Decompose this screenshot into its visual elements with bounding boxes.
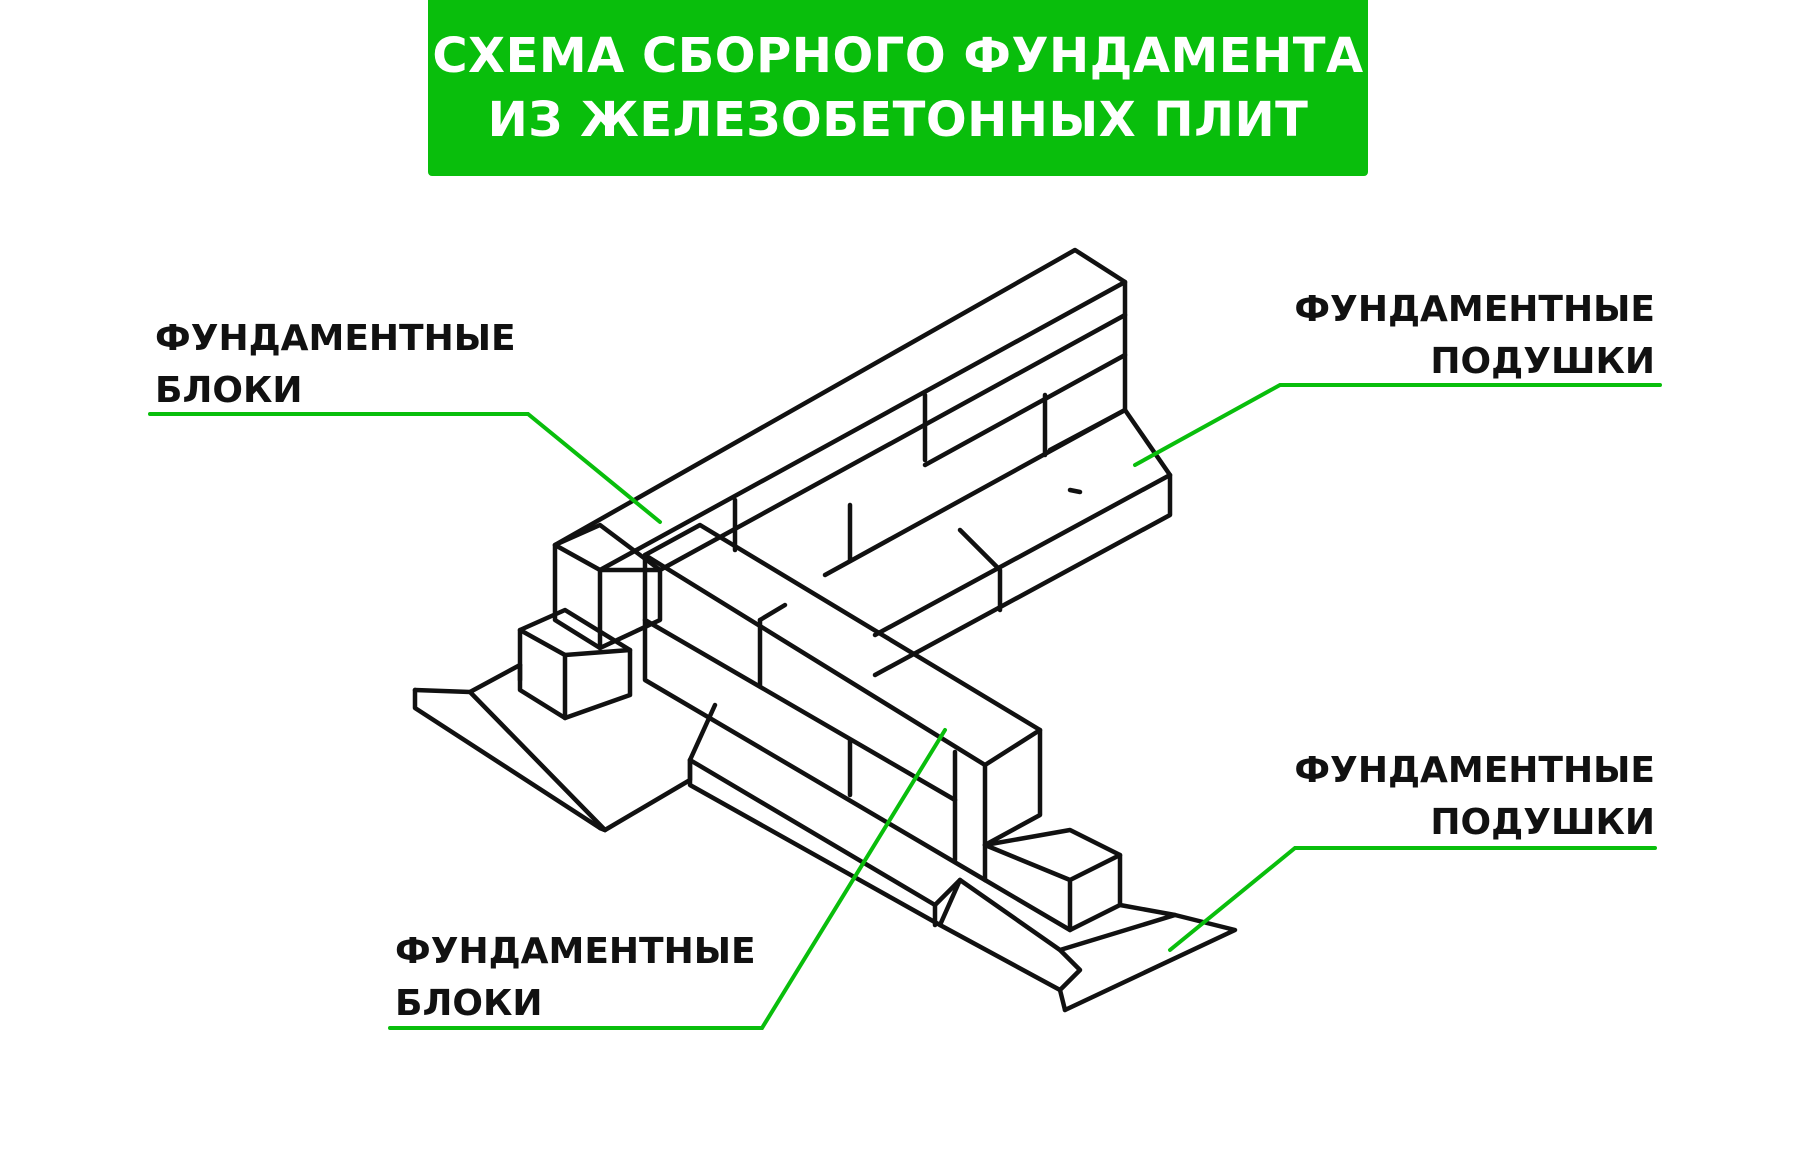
block-lower-right-end (982, 827, 1123, 933)
pad-left-end (412, 662, 693, 833)
wall-upper (552, 247, 1128, 573)
wall-cross (642, 522, 1043, 883)
pad-upper-right (822, 407, 1173, 678)
label-pads-upper: ФУНДАМЕНТНЫЕ ПОДУШКИ (1294, 289, 1655, 382)
leader-pads-upper (1133, 383, 1662, 467)
label-blocks-upper: ФУНДАМЕНТНЫЕ БЛОКИ (155, 318, 516, 411)
title-line-1: СХЕМА СБОРНОГО ФУНДАМЕНТА (432, 28, 1364, 84)
leader-blocks-lower (388, 728, 947, 1030)
label-blocks-lower: ФУНДАМЕНТНЫЕ БЛОКИ (395, 931, 756, 1024)
title-line-2: ИЗ ЖЕЛЕЗОБЕТОННЫХ ПЛИТ (487, 92, 1309, 148)
foundation-outline (412, 247, 1238, 1013)
leader-blocks-upper (148, 412, 662, 524)
leader-pads-lower (1168, 846, 1657, 952)
block-lower-left-end (517, 607, 633, 721)
label-pads-lower: ФУНДАМЕНТНЫЕ ПОДУШКИ (1294, 750, 1655, 843)
leader-lines (148, 383, 1662, 1030)
title-banner: СХЕМА СБОРНОГО ФУНДАМЕНТА ИЗ ЖЕЛЕЗОБЕТОН… (428, 0, 1368, 176)
